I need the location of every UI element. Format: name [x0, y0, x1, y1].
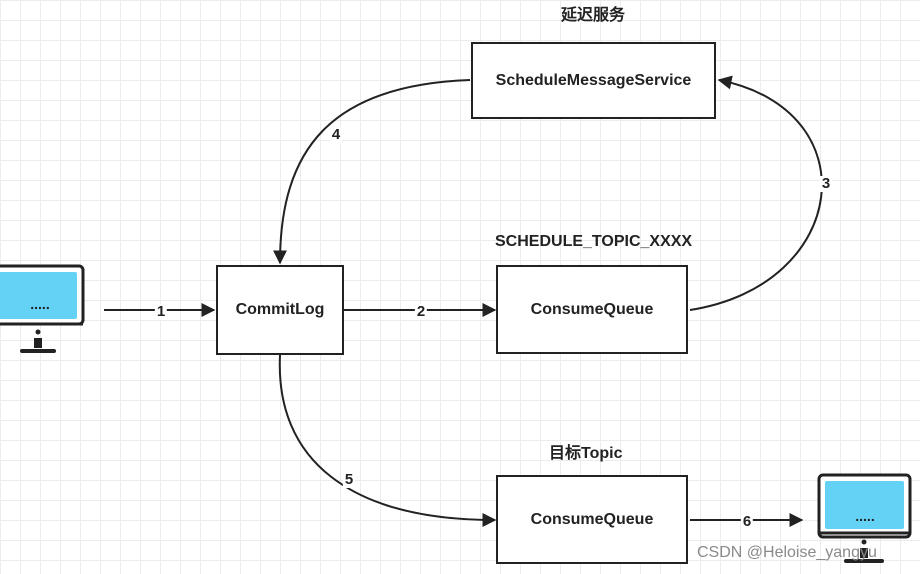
target-consume-queue-box: ConsumeQueue [496, 475, 688, 564]
delay-service-caption: 延迟服务 [561, 7, 626, 24]
consumer-screen-text: ..... [855, 508, 875, 524]
edge-6-label: 6 [740, 513, 754, 530]
schedule-consume-queue-box: ConsumeQueue [496, 265, 688, 354]
edge-3-curve [689, 75, 823, 311]
schedule-message-service-box: ScheduleMessageService [471, 42, 716, 119]
producer-screen-text: ..... [30, 296, 50, 312]
edge-1-label: 1 [154, 303, 168, 320]
edge-3-label: 3 [819, 175, 833, 192]
edge-2-label: 2 [414, 303, 428, 320]
edge-4-label: 4 [329, 126, 343, 143]
edge-5-label: 5 [342, 471, 356, 488]
csdn-watermark: CSDN @Heloise_yangyu [697, 544, 877, 561]
consumer-computer-icon [817, 473, 912, 563]
target-topic-caption: 目标Topic [549, 445, 623, 462]
commit-log-box: CommitLog [216, 265, 344, 355]
schedule-topic-caption: SCHEDULE_TOPIC_XXXX [495, 233, 693, 250]
producer-computer-icon [0, 264, 85, 353]
edge-4-curve [273, 79, 471, 265]
edge-5-curve [278, 354, 497, 527]
